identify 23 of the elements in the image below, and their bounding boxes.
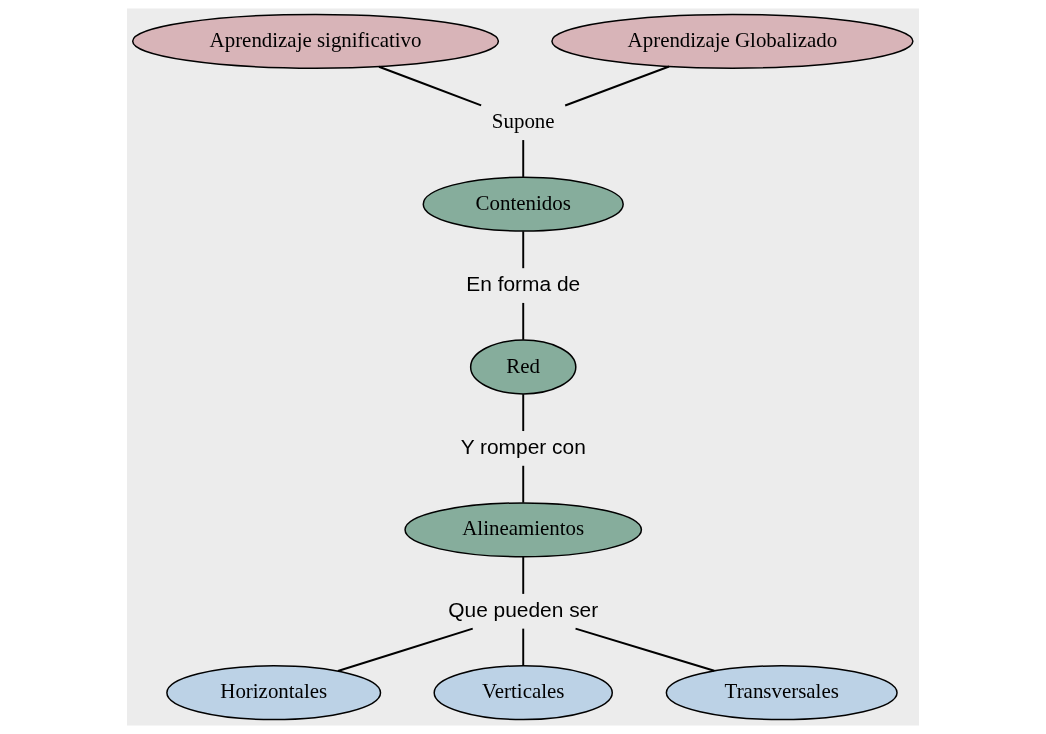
connector — [522, 139, 525, 178]
node-text: Supone — [491, 109, 555, 134]
node-ellipse: Red — [469, 339, 577, 395]
connector — [522, 230, 525, 270]
connector — [564, 65, 671, 107]
connector — [522, 301, 525, 341]
node-ellipse: Aprendizaje significativo — [131, 13, 500, 69]
connector — [522, 464, 525, 504]
node-text: Y romper con — [460, 434, 586, 458]
node-ellipse: Horizontales — [166, 665, 382, 721]
connector — [522, 393, 525, 432]
node-ellipse: Verticales — [433, 665, 613, 721]
node-ellipse: Alineamientos — [404, 502, 643, 558]
node-ellipse: Aprendizaje Globalizado — [551, 13, 914, 69]
connector — [336, 627, 474, 672]
node-text: En forma de — [466, 272, 581, 296]
node-text: Que pueden ser — [448, 597, 599, 621]
connector — [522, 556, 525, 595]
node-ellipse: Transversales — [665, 665, 898, 721]
connector — [522, 627, 525, 667]
connector — [574, 627, 716, 672]
node-ellipse: Contenidos — [422, 176, 624, 232]
connector — [378, 65, 483, 107]
